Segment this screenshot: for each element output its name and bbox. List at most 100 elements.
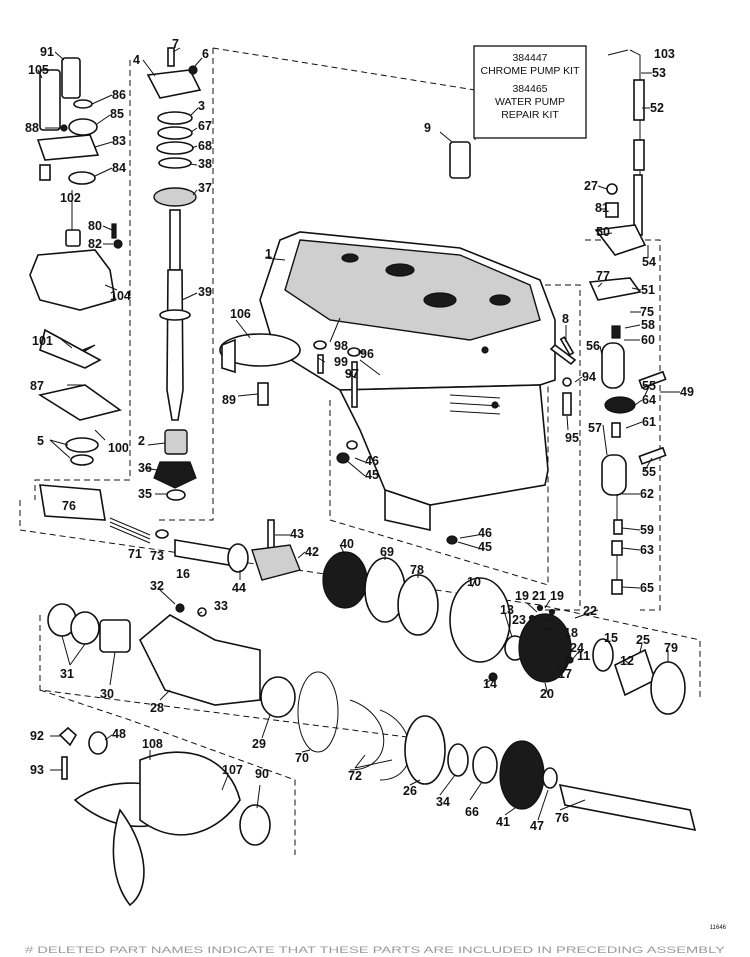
callout-label: 39	[198, 285, 212, 299]
callout-label: 105	[28, 63, 49, 77]
callout-label: 3	[198, 99, 205, 113]
callout-label: 13	[500, 603, 514, 617]
callout-label: 21	[532, 589, 546, 603]
kit-info-box: 384447 CHROME PUMP KIT 384465 WATER PUMP…	[473, 45, 587, 139]
callout-label: 82	[88, 237, 102, 251]
kit-name-chrome: CHROME PUMP KIT	[481, 65, 581, 77]
callout-label: 95	[565, 431, 579, 445]
callout-label: 1	[265, 247, 272, 261]
callout-label: 9	[424, 121, 431, 135]
callout-label: 79	[664, 641, 678, 655]
callout-label: 11	[577, 649, 590, 663]
callout-label: 75	[640, 305, 654, 319]
callout-label: 76	[62, 499, 76, 513]
callout-label: 36	[138, 461, 152, 475]
callout-label: 94	[582, 370, 596, 384]
callout-label: 89	[222, 393, 236, 407]
callout-label: 90	[255, 767, 269, 781]
callout-label: 10	[467, 575, 481, 589]
callout-label: 46	[365, 454, 379, 468]
callout-label: 28	[150, 701, 164, 715]
callout-label: 53	[652, 66, 666, 80]
callout-label: 37	[198, 181, 212, 195]
callout-label: 63	[640, 543, 654, 557]
callout-label: 81	[595, 201, 609, 215]
callout-label: 49	[680, 385, 694, 399]
callout-label: 96	[360, 347, 374, 361]
callout-label: 67	[198, 119, 212, 133]
callout-label: 45	[478, 540, 492, 554]
callout-label: 24	[570, 641, 584, 655]
callout-label: 32	[150, 579, 164, 593]
callout-label: 45	[365, 468, 379, 482]
callout-label: 108	[142, 737, 163, 751]
callout-label: 27	[584, 179, 598, 193]
callout-label: 101	[32, 334, 53, 348]
callout-label: 106	[230, 307, 251, 321]
callout-label: 62	[640, 487, 654, 501]
callout-label: 17	[558, 667, 572, 681]
callout-label: 58	[641, 318, 655, 332]
callout-label: 33	[214, 599, 228, 613]
callout-label: 83	[112, 134, 126, 148]
callout-label: 84	[112, 161, 126, 175]
bearing-housing-and-propeller	[47, 603, 697, 907]
footer-note: # DELETED PART NAMES INDICATE THAT THESE…	[25, 945, 725, 955]
callout-label: 100	[108, 441, 129, 455]
callout-label: 19	[515, 589, 529, 603]
callout-label: 51	[641, 283, 655, 297]
callout-label: 104	[110, 289, 131, 303]
callout-label: 97	[345, 367, 359, 381]
callout-label: 71	[128, 547, 142, 561]
callout-label: 43	[290, 527, 304, 541]
callout-label: 72	[348, 769, 362, 783]
callout-label: 65	[640, 581, 654, 595]
callout-labels: 1 2 3 4 5 6 7 8 9 10 11 12 13 14 15 16 1…	[25, 37, 694, 833]
pinion-shaft-and-gears	[39, 484, 686, 715]
callout-label: 16	[176, 567, 190, 581]
callout-label: 87	[30, 379, 44, 393]
callout-label: 38	[198, 157, 212, 171]
callout-label: 64	[642, 393, 656, 407]
callout-label: 34	[436, 795, 450, 809]
callout-label: 46	[478, 526, 492, 540]
callout-label: 4	[133, 53, 140, 67]
gearcase-housing	[259, 231, 556, 531]
callout-label: 20	[540, 687, 554, 701]
callout-label: 70	[295, 751, 309, 765]
callout-label: 44	[232, 581, 246, 595]
driveshaft-column	[146, 47, 202, 501]
callout-label: 68	[198, 139, 212, 153]
callout-label: 8	[562, 312, 569, 326]
callout-label: 66	[465, 805, 479, 819]
callout-label: 78	[410, 563, 424, 577]
callout-label: 91	[40, 45, 54, 59]
callout-label: 86	[112, 88, 126, 102]
callout-label: 6	[202, 47, 209, 61]
callout-label: 2	[138, 434, 145, 448]
callout-label: 93	[30, 763, 44, 777]
figure-number: 11646	[710, 925, 727, 931]
callout-label: 85	[110, 107, 124, 121]
callout-label: 12	[620, 654, 634, 668]
kit-name-pump: WATER PUMP	[495, 96, 565, 108]
callout-label: 25	[636, 633, 650, 647]
callout-label: 69	[380, 545, 394, 559]
callout-label: 41	[496, 815, 510, 829]
callout-label: 42	[305, 545, 319, 559]
callout-label: 107	[222, 763, 243, 777]
callout-label: 88	[25, 121, 39, 135]
callout-label: 103	[654, 47, 675, 61]
water-pump-parts	[29, 57, 123, 466]
callout-label: 48	[112, 727, 126, 741]
callout-label: 35	[138, 487, 152, 501]
callout-label: 52	[650, 101, 664, 115]
callout-label: 23	[512, 613, 526, 627]
callout-label: 60	[641, 333, 655, 347]
callout-label: 77	[596, 269, 610, 283]
callout-leaders	[37, 47, 680, 821]
callout-label: 40	[340, 537, 354, 551]
callout-label: 92	[30, 729, 44, 743]
